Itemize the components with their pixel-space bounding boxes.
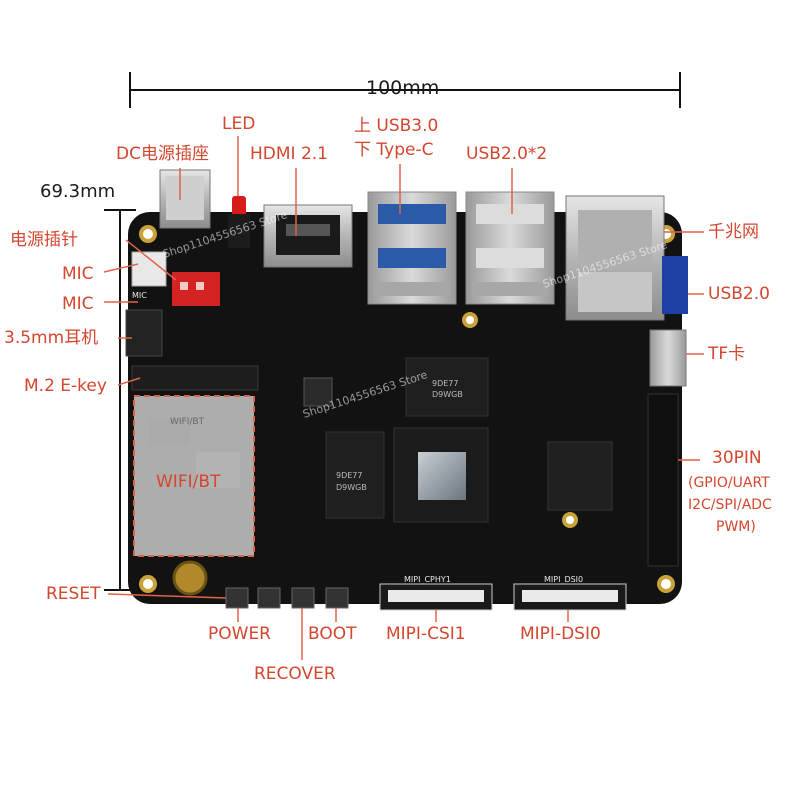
label-usb3-line1: 上 USB3.0 <box>354 116 439 136</box>
power-pin-header <box>172 272 220 306</box>
usb2-dual-port <box>465 191 555 305</box>
ram-chip-1 <box>325 431 385 519</box>
pmic-chip <box>547 441 613 511</box>
label-power: POWER <box>208 624 271 644</box>
mic-header <box>131 251 167 287</box>
label-reset: RESET <box>46 584 101 604</box>
board-buttons <box>225 587 349 609</box>
width-label: 100mm <box>366 77 440 99</box>
tf-card-slot <box>649 329 687 387</box>
silk-chip1a: 9DE77 <box>432 379 458 388</box>
soc-chip <box>393 427 489 523</box>
silk-chip1b: D9WGB <box>432 390 463 399</box>
label-ethernet: 千兆网 <box>708 222 759 242</box>
wifi-bt-module <box>133 395 255 557</box>
label-dc: DC电源插座 <box>116 144 209 164</box>
label-30pin-line2: (GPIO/UART <box>688 475 770 491</box>
label-usb2x2: USB2.0*2 <box>466 144 548 164</box>
silk-chip2a: 9DE77 <box>336 471 362 480</box>
callout-lines <box>103 136 704 660</box>
label-audio: 3.5mm耳机 <box>4 328 99 348</box>
silk-wifi: WIFI/BT <box>170 417 205 427</box>
m2-slot <box>131 365 259 391</box>
usb20-header <box>662 256 688 314</box>
gpio-30pin-header <box>647 393 679 567</box>
label-power-pin: 电源插针 <box>10 230 78 250</box>
label-usb20: USB2.0 <box>708 284 770 304</box>
silk-cphy: MIPI_CPHY1 <box>404 575 451 584</box>
label-m2: M.2 E-key <box>24 376 107 396</box>
label-dsi: MIPI-DSI0 <box>520 624 601 644</box>
label-boot: BOOT <box>308 624 357 644</box>
ram-chip-2 <box>405 357 489 417</box>
label-hdmi: HDMI 2.1 <box>250 144 328 164</box>
label-led: LED <box>222 114 256 134</box>
dc-jack <box>159 169 211 229</box>
standoff <box>172 560 208 596</box>
silk-mic: MIC <box>132 291 147 300</box>
mipi-csi-connector <box>379 583 493 611</box>
audio-jack <box>125 309 163 357</box>
silk-dsi: MIPI_DSI0 <box>544 575 583 584</box>
hdmi-port <box>263 204 353 268</box>
mipi-dsi-connector <box>513 583 627 611</box>
label-30pin: 30PIN <box>712 448 762 468</box>
inductor <box>303 377 333 407</box>
label-tf: TF卡 <box>708 344 746 364</box>
usb3-port <box>367 191 457 305</box>
width-dimension <box>129 72 681 108</box>
label-usb3-line2: 下 Type-C <box>354 140 434 160</box>
label-mic-1: MIC <box>62 264 94 284</box>
label-recover: RECOVER <box>254 664 336 684</box>
board-pcb <box>128 212 682 604</box>
ethernet-port <box>565 195 665 321</box>
label-30pin-line4: PWM) <box>716 519 756 535</box>
label-csi: MIPI-CSI1 <box>386 624 466 644</box>
height-label: 69.3mm <box>40 181 116 202</box>
label-mic-2: MIC <box>62 294 94 314</box>
label-wifi: WIFI/BT <box>156 472 221 492</box>
led-component <box>228 196 250 248</box>
label-30pin-line3: I2C/SPI/ADC <box>688 497 772 513</box>
silk-chip2b: D9WGB <box>336 483 367 492</box>
